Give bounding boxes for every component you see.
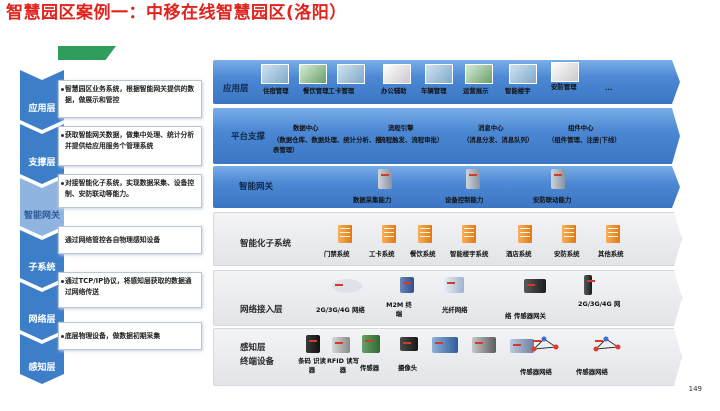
subsystem-label: 安防系统 [554, 250, 580, 258]
subsystem-label: 智能楼宇系统 [450, 250, 489, 258]
building-icon [510, 339, 534, 353]
gateway-device-icon [378, 169, 392, 189]
band-label: 应用层 [223, 84, 249, 94]
network-item-label: M2M 终端 [386, 301, 412, 318]
perception-item-label: 传感器网络 [520, 368, 552, 376]
band-application: 应用层 住宿管理 餐饮管理工卡管理 办公辅助 车辆管理 运营展示 智能楼宇 安防… [213, 60, 680, 104]
perception-item-label: RFID 读写器 [327, 357, 359, 374]
network-item-label: 光纤网络 [442, 306, 468, 314]
band-network: 网络接入层 2G/3G/4G 网络 M2M 终端 光纤网络 传感器网关 2G/3… [213, 270, 682, 326]
platform-item-name: 消息中心 [478, 124, 504, 132]
subsystem-label: 其他系统 [598, 250, 624, 258]
platform-item-name: 流程引擎 [388, 124, 414, 132]
network-item-suffix: 络 [505, 312, 512, 320]
sensor-network-icon [530, 335, 560, 355]
layer-desc-app: 智慧园区业务系统，根据智能网关提供的数据，做展示和管控 [58, 80, 202, 118]
page-number: 149 [688, 385, 702, 393]
app-item-label: 运营展示 [463, 87, 489, 95]
subsystem-label: 餐饮系统 [410, 250, 436, 258]
gateway-item-label: 数据采集能力 [353, 196, 392, 204]
sensor-network-icon [592, 335, 622, 355]
app-item-label: 车辆管理 [421, 87, 447, 95]
platform-item-name: 数据中心 [293, 124, 319, 132]
subsystem-label: 工卡系统 [369, 250, 395, 258]
band-label: 平台支撑 [231, 132, 266, 142]
app-item-more: ... [605, 84, 613, 92]
app-thumb-dining [299, 64, 327, 84]
server-icon [606, 225, 620, 243]
car-icon [432, 337, 458, 353]
server-icon [418, 225, 432, 243]
app-item-label: 安防管理 [551, 83, 577, 91]
subsystem-label: 酒店系统 [506, 250, 532, 258]
platform-item-detail: （消息分发、消息队列） [463, 136, 534, 144]
band-label: 网络接入层 [240, 305, 283, 315]
server-icon [462, 225, 476, 243]
platform-item-detail: （数据仓库、数据处理、统计分析、报表管理） [273, 136, 382, 154]
app-thumb-building [509, 64, 537, 84]
server-icon [562, 225, 576, 243]
sensor-icon [362, 335, 380, 353]
app-thumb-card [337, 64, 365, 84]
layer-desc-support: 获取智能网关数据，做集中处理、统计分析并提供给应用服务个管理系统 [58, 126, 202, 166]
app-item-label: 智能楼宇 [505, 87, 531, 95]
layer-desc-network: 通过TCP/IP协议，将感知层获取的数据通过网络传送 [58, 272, 202, 308]
band-subsystems: 智能化子系统 门禁系统 工卡系统 餐饮系统 智能楼宇系统 酒店系统 安防系统 其… [213, 212, 682, 266]
band-perception: 感知层 终端设备 条码 识读器 RFID 读写器 传感器 摄像头 传感器网络 传… [213, 328, 682, 386]
app-thumb-lodging [261, 64, 289, 84]
barcode-reader-icon [306, 335, 320, 353]
platform-item-detail: （流程触发、流程审批） [373, 136, 444, 144]
rfid-reader-icon [332, 337, 350, 353]
gateway-item-label: 设备控制能力 [445, 196, 484, 204]
band-sublabel: 终端设备 [240, 357, 275, 367]
perception-item-label: 传感器 [360, 364, 380, 372]
perception-item-label: 条码 识读器 [298, 357, 326, 374]
layer-desc-subsystem: 通过网络管控各自物理感知设备 [58, 226, 202, 254]
fiber-switch-icon [444, 277, 464, 293]
app-item-label: 餐饮管理工卡管理 [303, 87, 355, 95]
server-icon [382, 225, 396, 243]
layer-chevron-app: 应用层 [20, 70, 64, 130]
vehicle-icon [472, 337, 496, 353]
network-item-label: 2G/3G/4G 网络 [316, 306, 365, 314]
network-item-label: 传感器网关 [514, 312, 546, 320]
server-icon [518, 225, 532, 243]
server-icon [338, 225, 352, 243]
network-item-label: 2G/3G/4G 网 [578, 300, 621, 308]
camera-icon [400, 337, 418, 351]
perception-item-label: 摄像头 [398, 364, 418, 372]
gateway-item-label: 安防联动能力 [533, 196, 572, 204]
app-thumb-office [383, 64, 411, 84]
subsystem-label: 门禁系统 [324, 250, 350, 258]
section-tab [58, 46, 116, 60]
app-thumb-vehicle [425, 64, 453, 84]
app-item-label: 办公辅助 [381, 87, 407, 95]
perception-item-label: 传感器网络 [576, 368, 608, 376]
app-thumb-security [551, 62, 579, 82]
gateway-device-icon [551, 169, 565, 189]
layer-desc-gateway: 对接智能化子系统，实现数据采集、设备控制、安防联动等能力。 [58, 174, 202, 208]
platform-item-detail: （组件管理、注册|下线） [548, 136, 621, 144]
layer-desc-perception: 底层物理设备，做数据初期采集 [58, 322, 202, 350]
gateway-device-icon [466, 169, 480, 189]
antenna-icon [584, 275, 592, 295]
band-gateway: 智能网关 数据采集能力 设备控制能力 安防联动能力 [213, 166, 680, 208]
app-thumb-operation [465, 64, 493, 84]
band-label: 智能化子系统 [240, 239, 292, 249]
cloud-icon [332, 279, 362, 293]
band-platform: 平台支撑 数据中心 流程引擎 消息中心 组件中心 （数据仓库、数据处理、统计分析… [213, 108, 680, 164]
sensor-gateway-icon [524, 279, 546, 293]
layer-chevron-support: 支撑层 [20, 124, 64, 184]
m2m-terminal-icon [400, 277, 414, 293]
band-label: 智能网关 [239, 182, 274, 192]
platform-item-name: 组件中心 [568, 124, 594, 132]
app-item-label: 住宿管理 [263, 87, 289, 95]
page-title: 智慧园区案例一：中移在线智慧园区(洛阳） [6, 3, 347, 23]
band-label: 感知层 [240, 343, 266, 353]
